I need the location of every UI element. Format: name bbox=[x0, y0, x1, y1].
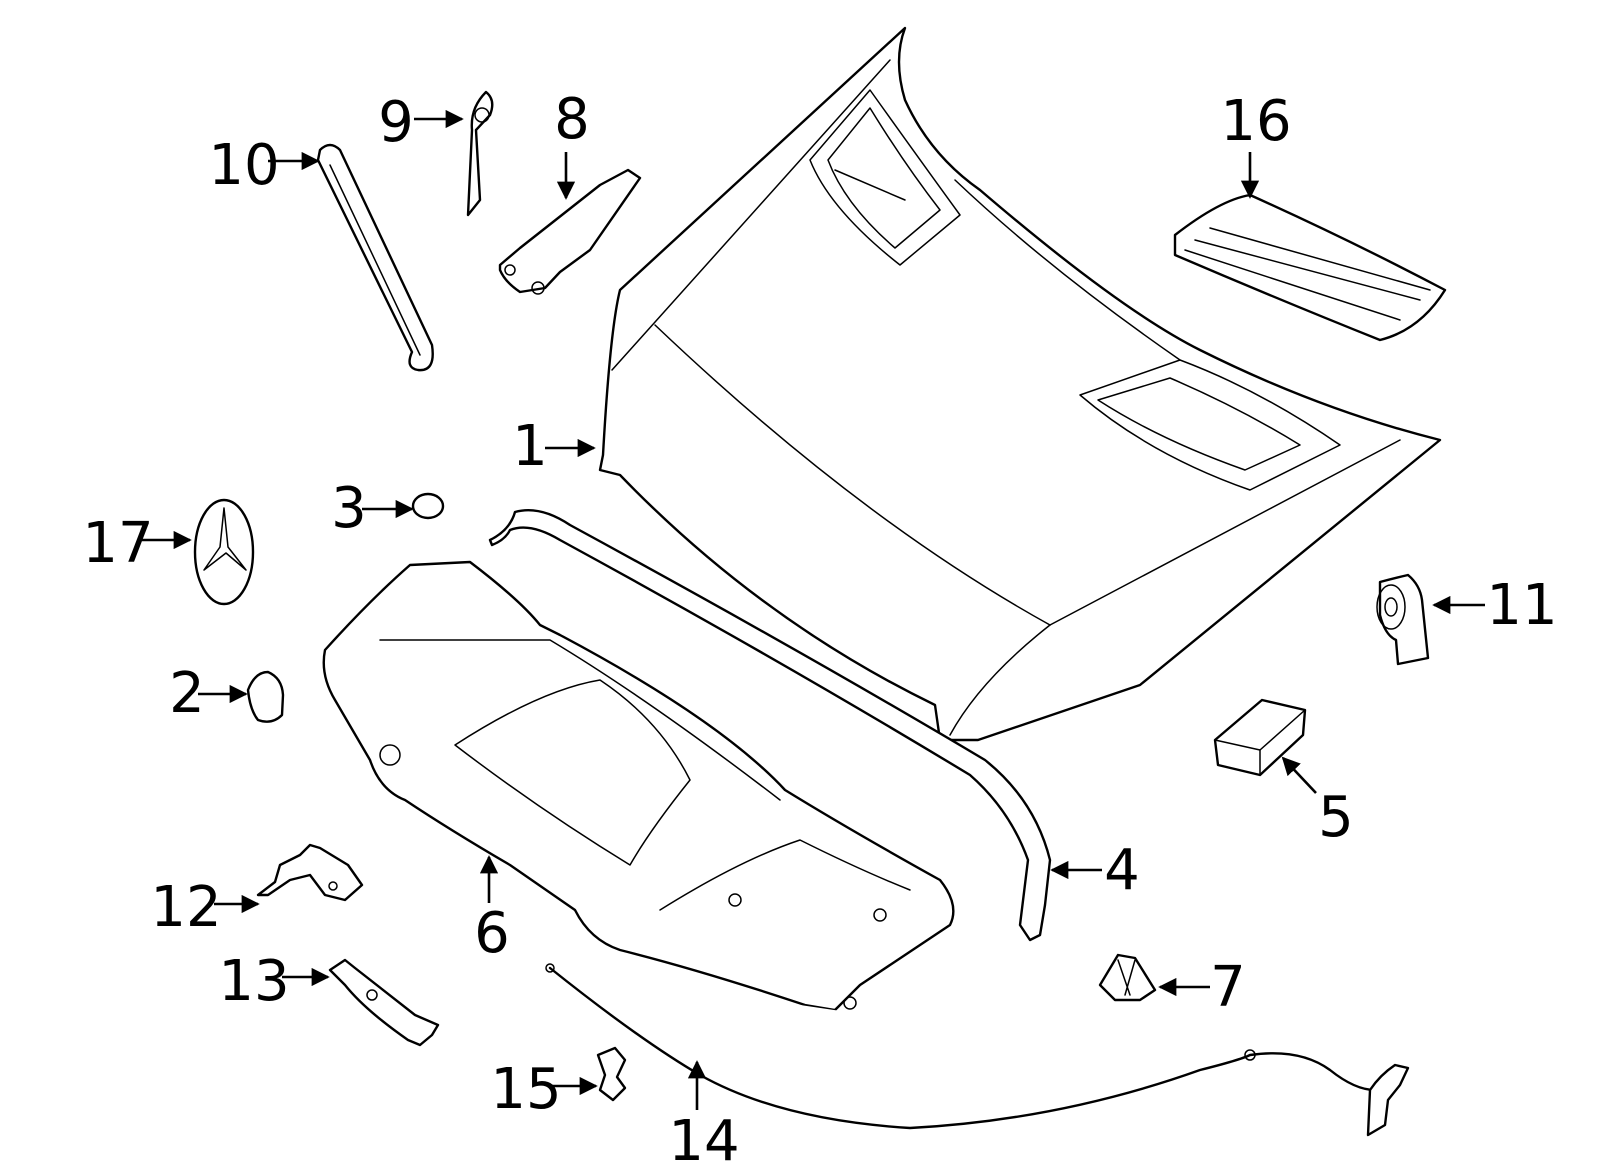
part-17-emblem[interactable] bbox=[193, 498, 255, 606]
callout-label-16: 16 bbox=[1220, 89, 1291, 154]
callout-label-6: 6 bbox=[474, 901, 510, 966]
callout-label-17: 17 bbox=[82, 511, 153, 576]
part-7-grommet[interactable] bbox=[1098, 953, 1157, 1002]
part-2-bumper[interactable] bbox=[246, 670, 285, 723]
part-5-pad-block[interactable] bbox=[1213, 698, 1307, 777]
part-10-support-rod[interactable] bbox=[316, 143, 434, 372]
callout-label-9: 9 bbox=[378, 90, 414, 155]
callout-label-14: 14 bbox=[668, 1109, 739, 1174]
callout-label-10: 10 bbox=[208, 133, 279, 198]
part-12-bracket[interactable] bbox=[256, 843, 364, 902]
callout-labels: 1 2 3 4 5 6 7 8 9 10 11 12 13 14 15 16 1… bbox=[82, 87, 1557, 1174]
callout-label-4: 4 bbox=[1104, 838, 1140, 903]
callout-label-15: 15 bbox=[490, 1057, 561, 1122]
part-11-tape-roll[interactable] bbox=[1376, 573, 1430, 666]
part-9-spring[interactable] bbox=[466, 90, 494, 217]
part-13-latch-bracket[interactable] bbox=[328, 958, 440, 1047]
callout-label-8: 8 bbox=[554, 87, 590, 152]
callout-label-12: 12 bbox=[150, 875, 221, 940]
callout-leaders bbox=[142, 109, 1485, 1110]
part-16-insulation-pad[interactable] bbox=[1173, 193, 1447, 342]
callout-label-7: 7 bbox=[1210, 955, 1246, 1020]
callout-label-3: 3 bbox=[331, 476, 367, 541]
part-3-plug[interactable] bbox=[411, 492, 445, 520]
part-15-clip[interactable] bbox=[596, 1046, 627, 1102]
part-6-hood-insulator[interactable] bbox=[322, 560, 955, 1012]
callout-label-11: 11 bbox=[1486, 573, 1557, 638]
callout-label-5: 5 bbox=[1318, 785, 1354, 850]
part-1-hood[interactable] bbox=[598, 26, 1442, 742]
callout-label-1: 1 bbox=[512, 414, 548, 479]
leader-5 bbox=[1281, 756, 1317, 794]
callout-label-2: 2 bbox=[169, 661, 205, 726]
callout-label-13: 13 bbox=[218, 949, 289, 1014]
part-14-release-cable[interactable] bbox=[545, 963, 1410, 1137]
part-4-seal[interactable] bbox=[488, 508, 1052, 942]
part-8-hinge[interactable] bbox=[498, 168, 642, 295]
